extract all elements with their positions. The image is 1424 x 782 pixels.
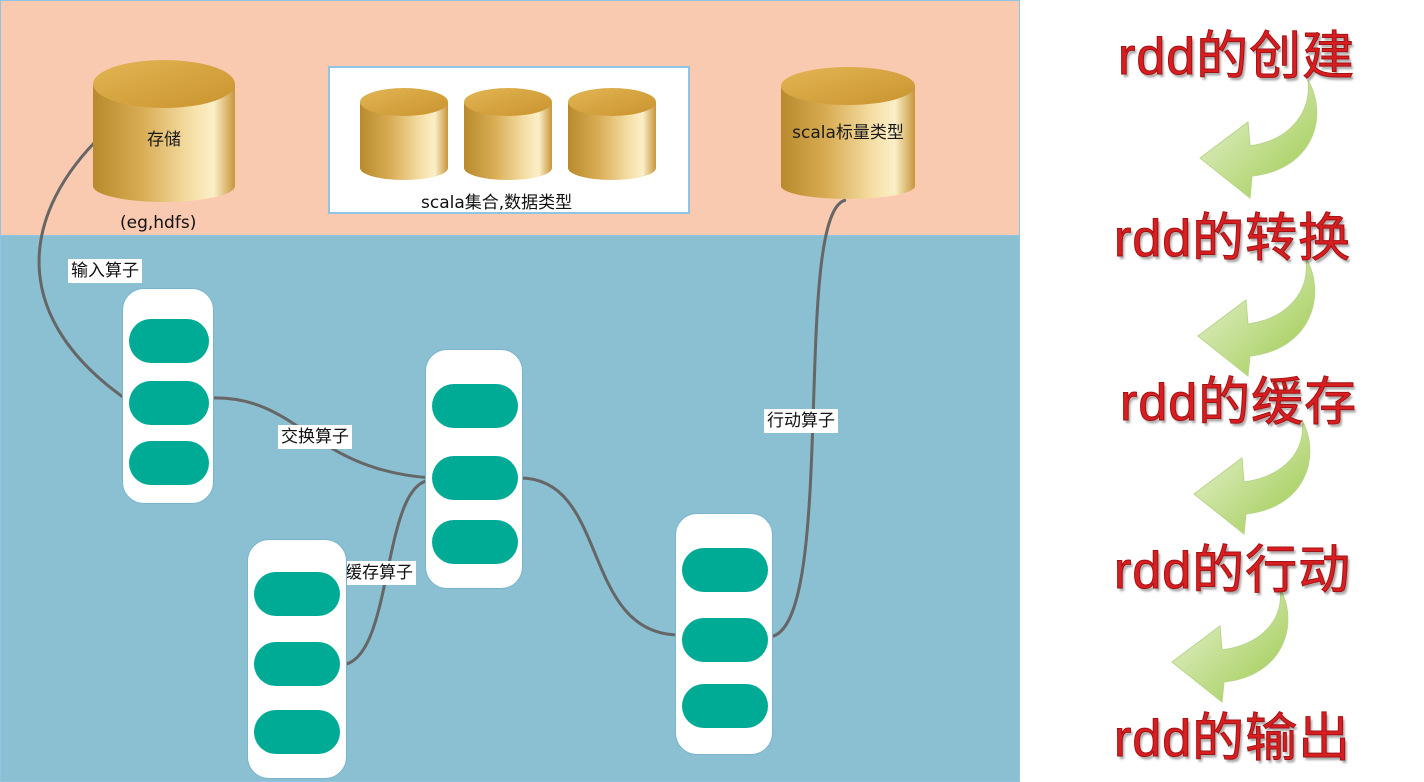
flow-step-output: rdd的输出 — [1113, 710, 1352, 769]
flow-step-cache: rdd的缓存 — [1119, 374, 1358, 433]
flow-arrow-4 — [1171, 587, 1289, 703]
rdd-card-input — [122, 288, 214, 504]
storage-cylinder — [93, 60, 235, 202]
scalar-title: scala标量类型 — [792, 123, 904, 143]
rdd-card-cache — [247, 539, 347, 779]
partition — [682, 618, 768, 662]
partition — [254, 642, 340, 686]
rdd-card-action — [675, 513, 773, 755]
partition — [432, 456, 518, 500]
rdd-card-transform — [425, 349, 523, 589]
input-operator-label: 输入算子 — [68, 259, 142, 283]
partition — [432, 384, 518, 428]
collection-cylinder-3 — [568, 88, 656, 180]
collection-cylinder-2 — [464, 88, 552, 180]
collection-cylinder-1 — [360, 88, 448, 180]
storage-caption: (eg,hdfs) — [120, 213, 197, 233]
input-connector — [37, 140, 131, 404]
action-operator-label: 行动算子 — [764, 409, 838, 433]
partition — [254, 710, 340, 754]
flow-step-transform: rdd的转换 — [1113, 210, 1352, 269]
partition — [129, 441, 209, 485]
partition — [129, 319, 209, 363]
scalar-cylinder — [781, 67, 915, 199]
partition — [682, 684, 768, 728]
cache-operator-label: 缓存算子 — [342, 561, 416, 585]
storage-title: 存储 — [147, 130, 181, 150]
flow-arrow-3 — [1193, 419, 1311, 535]
partition — [682, 548, 768, 592]
flow-step-action: rdd的行动 — [1113, 542, 1352, 601]
action-path-connector — [519, 476, 681, 637]
transform-operator-label: 交换算子 — [278, 425, 352, 449]
partition — [129, 381, 209, 425]
partition — [254, 572, 340, 616]
flow-arrow-1 — [1199, 79, 1318, 199]
flow-arrow-2 — [1197, 257, 1316, 377]
collection-caption: scala集合,数据类型 — [421, 193, 573, 213]
partition — [432, 520, 518, 564]
flow-step-create: rdd的创建 — [1117, 28, 1356, 87]
